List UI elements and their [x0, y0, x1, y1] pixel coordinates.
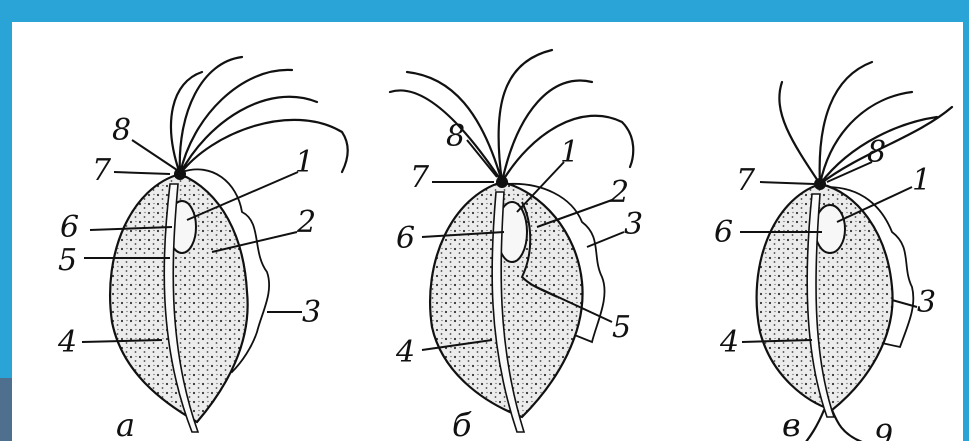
right-frame-bar — [963, 0, 969, 441]
label-b-5: 5 — [612, 310, 631, 345]
label-b-6: 6 — [396, 221, 415, 256]
label-a-8: 8 — [112, 113, 131, 148]
organism-b — [390, 50, 633, 432]
label-a-6: 6 — [60, 210, 79, 245]
organism-c — [740, 62, 952, 441]
label-c-9: 9 — [874, 419, 893, 441]
label-c-3: 3 — [917, 285, 936, 320]
figure-panel: 8 7 6 5 4 1 2 3 а 8 7 6 4 1 2 3 5 б 8 7 … — [12, 22, 963, 441]
label-a-3: 3 — [302, 295, 321, 330]
label-b-2: 2 — [609, 175, 629, 210]
sublabel-c: в — [782, 406, 801, 441]
label-a-4: 4 — [57, 325, 77, 360]
label-c-6: 6 — [714, 215, 733, 250]
label-a-5: 5 — [58, 243, 77, 278]
left-frame-bar — [0, 0, 12, 441]
top-frame-bar — [0, 0, 969, 22]
nucleus-c — [815, 205, 845, 253]
basal-body-b — [496, 176, 508, 188]
label-b-1: 1 — [560, 135, 579, 170]
label-c-1: 1 — [912, 163, 931, 198]
label-a-1: 1 — [295, 145, 314, 180]
sublabel-b: б — [452, 406, 472, 441]
sublabel-a: а — [116, 406, 135, 441]
label-c-7: 7 — [736, 163, 756, 198]
flagellate-diagram: 8 7 6 5 4 1 2 3 а 8 7 6 4 1 2 3 5 б 8 7 … — [12, 22, 963, 441]
label-b-3: 3 — [624, 207, 643, 242]
label-c-4: 4 — [719, 325, 739, 360]
label-a-7: 7 — [92, 153, 112, 188]
label-b-4: 4 — [395, 335, 415, 370]
label-c-8: 8 — [867, 135, 886, 170]
flagella-a — [171, 57, 348, 174]
basal-body-c — [814, 178, 826, 190]
label-b-8: 8 — [446, 119, 465, 154]
label-a-2: 2 — [296, 205, 316, 240]
label-b-7: 7 — [410, 160, 430, 195]
